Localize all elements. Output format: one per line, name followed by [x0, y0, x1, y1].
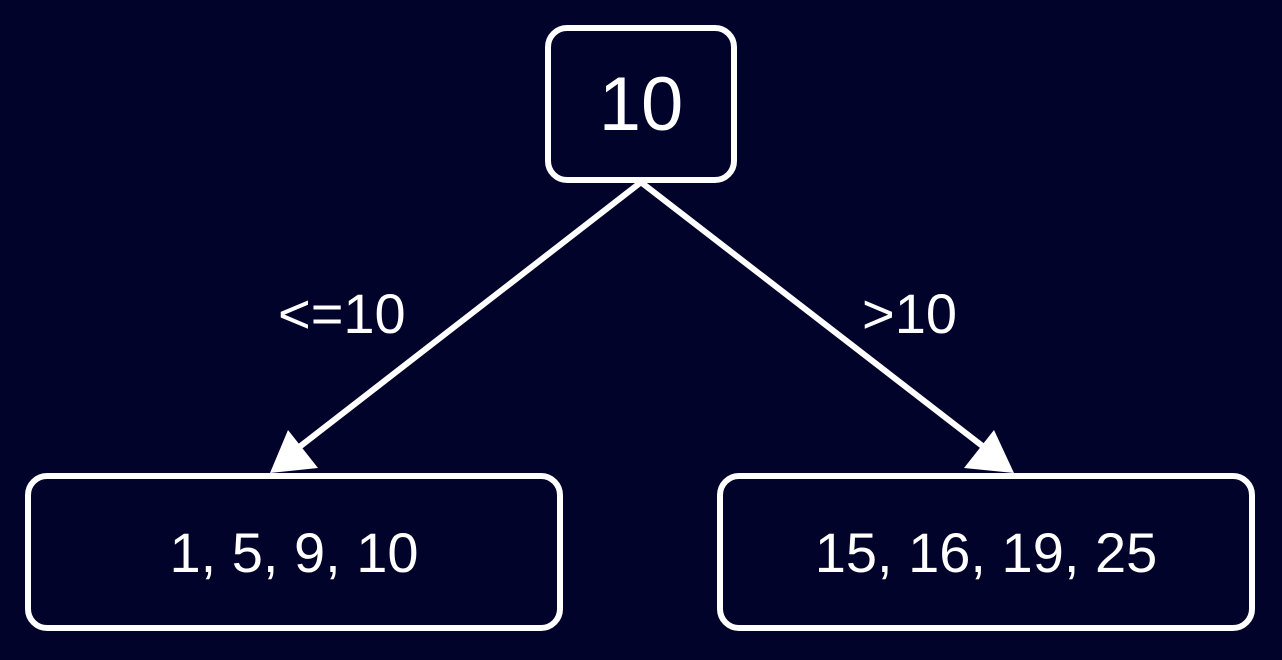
left-edge-line [295, 180, 643, 451]
right-edge-label: >10 [862, 282, 957, 345]
root-node-label: 10 [598, 61, 684, 147]
left-edge-label: <=10 [278, 282, 406, 345]
left-leaf-node: 1, 5, 9, 10 [25, 473, 563, 631]
left-edge-arrowhead [270, 430, 318, 473]
right-leaf-label: 15, 16, 19, 25 [814, 520, 1158, 584]
right-edge-arrowhead [964, 430, 1014, 473]
right-leaf-node: 15, 16, 19, 25 [717, 473, 1255, 631]
left-leaf-label: 1, 5, 9, 10 [169, 520, 419, 584]
right-edge-line [639, 180, 988, 451]
root-node: 10 [545, 25, 737, 183]
